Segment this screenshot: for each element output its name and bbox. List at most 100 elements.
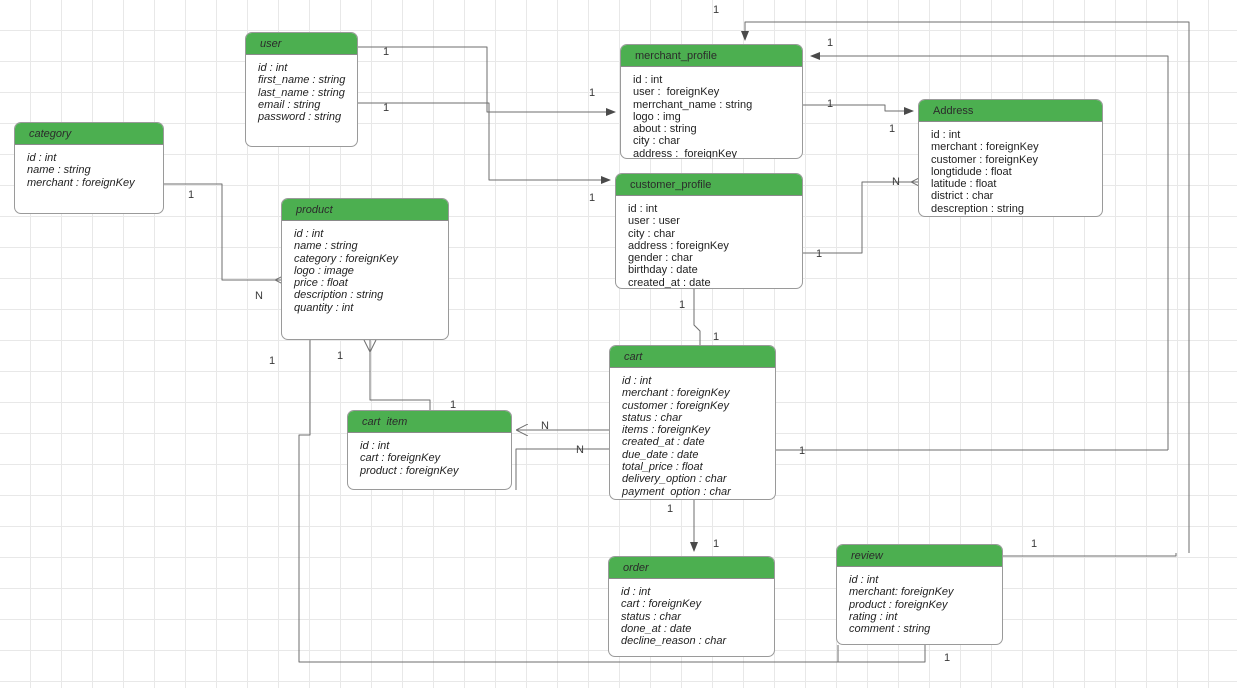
edge-category-product — [164, 183, 276, 280]
field: longtidude : float — [931, 165, 1012, 178]
edge-product-cart-item — [369, 340, 431, 410]
field: about : string — [633, 123, 697, 136]
field: password : string — [258, 111, 342, 124]
field: latitude : float — [931, 178, 997, 191]
field: quantity : int — [294, 301, 354, 314]
edge-merchant-profile-address — [803, 104, 914, 115]
entity-cart-item[interactable]: cart item id : int cart : foreignKey pro… — [347, 410, 512, 490]
field: id : int — [621, 586, 651, 598]
field: id : int — [360, 440, 390, 452]
field: address : foreignKey — [633, 147, 737, 159]
field: created_at : date — [628, 276, 711, 289]
edge-user-merchant-profile — [358, 46, 616, 116]
cardinality-label: 1 — [188, 189, 195, 201]
field: decline_reason : char — [621, 635, 727, 648]
edge-product-crow-bottom — [363, 339, 377, 353]
cardinality-label: N — [892, 176, 900, 188]
field: category : foreignKey — [294, 252, 398, 265]
field: descreption : string — [931, 202, 1024, 215]
entity-title: merchant_profile — [621, 45, 802, 67]
field: gender : char — [628, 252, 693, 265]
cardinality-label: N — [541, 420, 549, 432]
field: created_at : date — [622, 436, 705, 449]
field: merrchant_name : string — [633, 98, 753, 111]
field: id : int — [931, 129, 961, 141]
field: email : string — [258, 98, 321, 111]
field: merchant : foreignKey — [27, 176, 135, 189]
entity-address[interactable]: Address id : int merchant : foreignKey c… — [918, 99, 1103, 217]
field: id : int — [258, 62, 288, 74]
field: id : int — [294, 228, 324, 240]
field: city : char — [633, 135, 681, 148]
field: user : user — [628, 215, 680, 228]
entity-review[interactable]: review id : int merchant: foreignKey pro… — [836, 544, 1003, 645]
field: customer : foreignKey — [622, 399, 729, 412]
field: id : int — [633, 74, 663, 86]
entity-merchant-profile[interactable]: merchant_profile id : int user : foreign… — [620, 44, 803, 159]
field: items : foreignKey — [622, 424, 711, 437]
field: merchant: foreignKey — [849, 586, 954, 599]
cardinality-label: 1 — [889, 123, 896, 135]
cardinality-label: 1 — [1031, 538, 1038, 550]
cardinality-label: 1 — [337, 350, 344, 362]
entity-category[interactable]: category id : int name : string merchant… — [14, 122, 164, 214]
field: cart : foreignKey — [621, 598, 702, 611]
field: total_price : float — [622, 461, 703, 474]
field: done_at : date — [621, 622, 692, 635]
entity-title: cart item — [348, 411, 511, 433]
edge-cart-cart-item-2 — [515, 448, 609, 490]
field: delivery_option : char — [622, 473, 727, 486]
field: address : foreignKey — [628, 239, 729, 252]
field: due_date : date — [622, 448, 699, 461]
entity-product[interactable]: product id : int name : string category … — [281, 198, 449, 340]
cardinality-label: 1 — [589, 192, 596, 204]
field: comment : string — [849, 623, 931, 636]
entity-fields: id : int cart : foreignKey status : char… — [609, 579, 774, 653]
field: district : char — [931, 190, 994, 203]
field: birthday : date — [628, 264, 698, 277]
field: status : char — [622, 411, 682, 424]
edge-customer-profile-address — [803, 182, 912, 254]
entity-fields: id : int name : string merchant : foreig… — [15, 145, 163, 195]
field: product : foreignKey — [360, 464, 459, 477]
entity-title: product — [282, 199, 448, 221]
entity-fields: id : int user : user city : char address… — [616, 196, 802, 289]
entity-order[interactable]: order id : int cart : foreignKey status … — [608, 556, 775, 657]
cardinality-label: 1 — [713, 538, 720, 550]
field: last_name : string — [258, 86, 345, 99]
field: user : foreignKey — [633, 86, 720, 99]
field: price : float — [294, 277, 348, 290]
entity-user[interactable]: user id : int first_name : string last_n… — [245, 32, 358, 147]
cardinality-label: 1 — [679, 299, 686, 311]
cardinality-label: 1 — [383, 102, 390, 114]
cardinality-label: 1 — [589, 87, 596, 99]
field: id : int — [849, 574, 879, 586]
cardinality-label: 1 — [827, 37, 834, 49]
field: cart : foreignKey — [360, 452, 441, 465]
entity-customer-profile[interactable]: customer_profile id : int user : user ci… — [615, 173, 803, 289]
field: logo : img — [633, 110, 681, 123]
field: logo : image — [294, 264, 354, 277]
cardinality-label: 1 — [827, 98, 834, 110]
entity-title: cart — [610, 346, 775, 368]
entity-fields: id : int merchant : foreignKey customer … — [919, 122, 1102, 216]
cardinality-label: 1 — [713, 4, 720, 16]
entity-title: customer_profile — [616, 174, 802, 196]
cardinality-label: 1 — [450, 399, 457, 411]
entity-cart[interactable]: cart id : int merchant : foreignKey cust… — [609, 345, 776, 500]
field: product : foreignKey — [849, 598, 948, 611]
field: customer : foreignKey — [931, 153, 1038, 166]
entity-title: Address — [919, 100, 1102, 122]
edge-customer-profile-cart — [693, 289, 701, 345]
cardinality-label: 1 — [383, 46, 390, 58]
field: city : char — [628, 227, 676, 240]
field: merchant : foreignKey — [622, 387, 730, 400]
cardinality-label: 1 — [944, 652, 951, 664]
cardinality-label: 1 — [713, 331, 720, 343]
field: name : string — [294, 240, 358, 253]
field: merchant : foreignKey — [931, 141, 1039, 154]
cardinality-label: 1 — [667, 503, 674, 515]
entity-fields: id : int name : string category : foreig… — [282, 221, 448, 320]
field: id : int — [622, 375, 652, 387]
field: status : char — [621, 610, 681, 623]
